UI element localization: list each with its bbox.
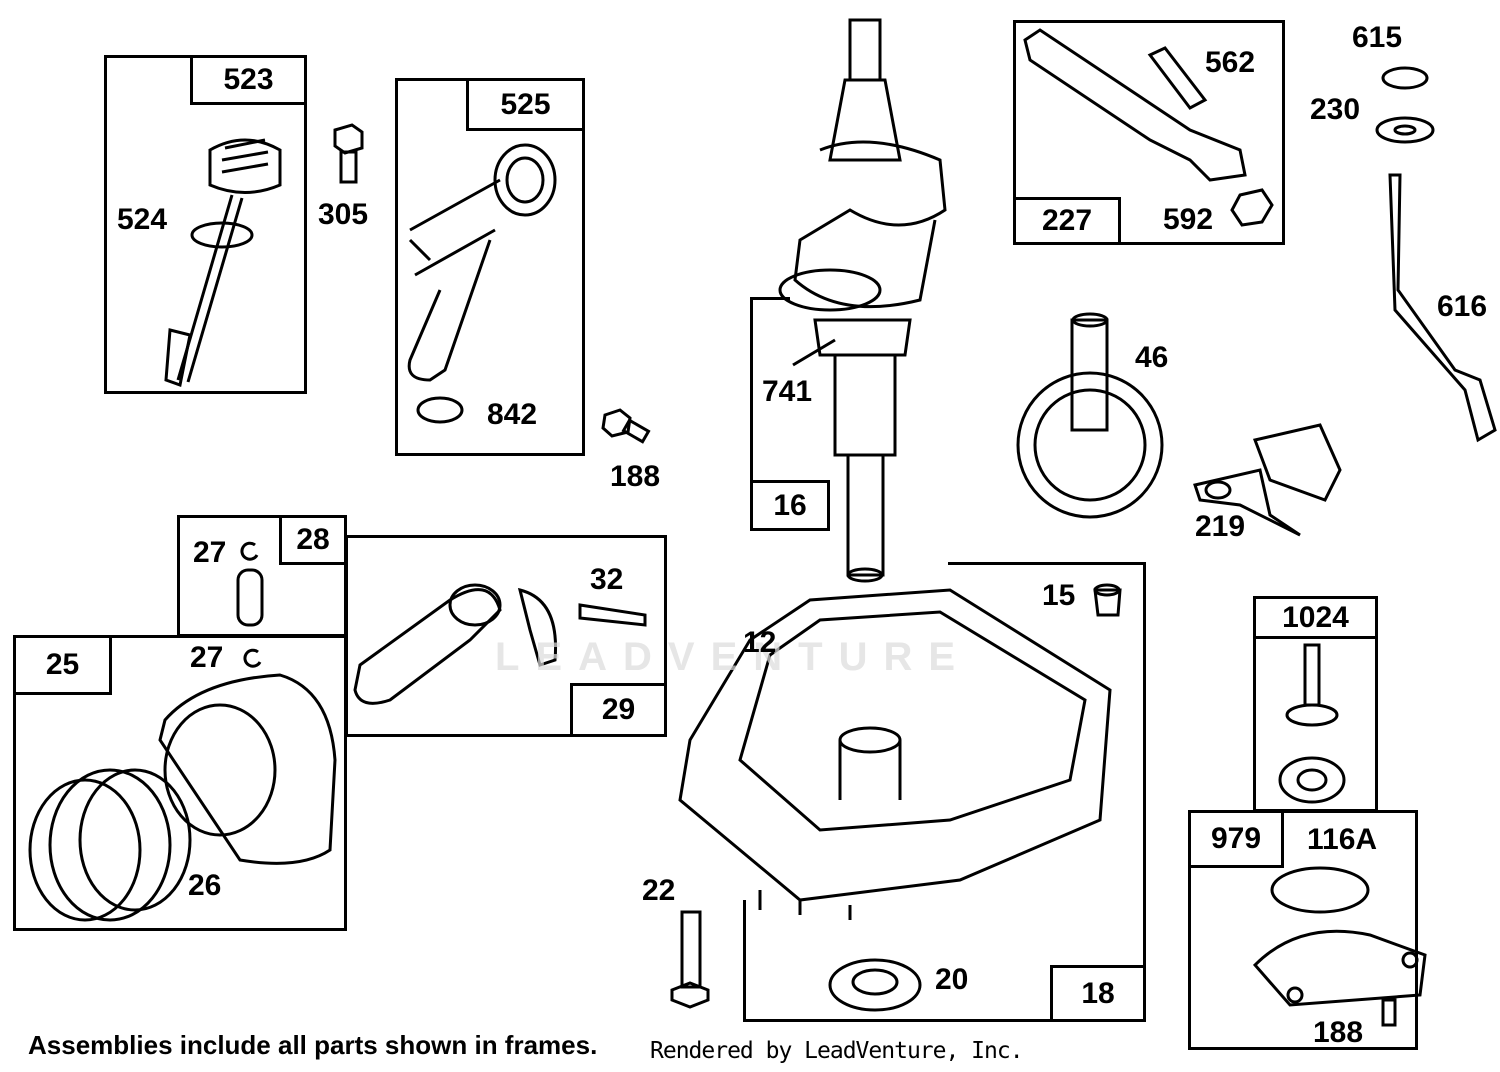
pump-cover-drawing xyxy=(1252,866,1427,1027)
oil-seal-drawing xyxy=(828,958,922,1012)
part-label-592: 592 xyxy=(1163,203,1214,236)
part-label-305: 305 xyxy=(318,198,369,231)
part-label-22: 22 xyxy=(642,874,676,907)
oil-pump-drawing xyxy=(1278,643,1346,804)
part-label-15: 15 xyxy=(1042,579,1076,612)
part-label-20: 20 xyxy=(935,963,969,996)
frame-tag-16: 16 xyxy=(750,480,830,531)
frame-16-top xyxy=(750,297,790,300)
part-label-188-bottom: 188 xyxy=(1313,1016,1364,1049)
frame-tag-979: 979 xyxy=(1188,810,1284,868)
part-label-46: 46 xyxy=(1135,341,1169,374)
part-label-116a: 116A xyxy=(1307,823,1378,856)
render-credit: Rendered by LeadVenture, Inc. xyxy=(650,1038,1024,1064)
watermark: LEADVENTURE xyxy=(495,635,972,679)
part-label-32: 32 xyxy=(590,563,624,596)
crankcase-sump-drawing xyxy=(678,588,1112,920)
part-label-616: 616 xyxy=(1437,290,1488,323)
frame-979 xyxy=(1188,810,1418,1050)
frame-tag-523: 523 xyxy=(190,55,307,105)
connecting-rod-drawing xyxy=(353,583,647,705)
assemblies-note: Assemblies include all parts shown in fr… xyxy=(28,1030,598,1060)
part-label-188-top: 188 xyxy=(610,460,661,493)
part-label-27-lower: 27 xyxy=(190,641,224,674)
frame-18 xyxy=(743,562,1146,1022)
governor-lever-drawing xyxy=(1023,28,1274,227)
camshaft-drawing xyxy=(1016,312,1164,519)
oil-fill-tube-drawing xyxy=(407,143,557,424)
governor-shaft-drawing xyxy=(1375,66,1497,443)
bolt-305-drawing xyxy=(333,123,364,184)
frame-tag-18: 18 xyxy=(1050,965,1146,1022)
part-label-230: 230 xyxy=(1310,93,1361,126)
frame-227 xyxy=(1013,20,1285,245)
part-label-12: 12 xyxy=(743,626,777,659)
bolt-188-drawing xyxy=(601,408,651,444)
part-label-562: 562 xyxy=(1205,46,1256,79)
part-label-524: 524 xyxy=(117,203,168,236)
frame-tag-227: 227 xyxy=(1013,197,1121,245)
bolt-22-drawing xyxy=(670,910,710,1009)
part-label-26: 26 xyxy=(188,869,222,902)
piston-drawing xyxy=(28,673,337,922)
part-label-27-upper: 27 xyxy=(193,536,227,569)
frame-tag-1024: 1024 xyxy=(1253,596,1378,639)
frame-tag-28: 28 xyxy=(279,515,347,565)
plug-15-drawing xyxy=(1093,583,1122,617)
part-label-741: 741 xyxy=(762,375,813,408)
frame-18-top xyxy=(948,562,1146,565)
dipstick-drawing xyxy=(164,138,282,387)
compression-release-drawing xyxy=(1193,423,1342,537)
frame-18-left xyxy=(743,900,746,1022)
part-label-219: 219 xyxy=(1195,510,1246,543)
frame-tag-25: 25 xyxy=(13,635,112,695)
crankshaft-drawing xyxy=(778,18,947,583)
leader-line-741 xyxy=(792,338,836,367)
part-label-842: 842 xyxy=(487,398,538,431)
frame-tag-29: 29 xyxy=(570,683,667,737)
piston-pin-drawing xyxy=(236,541,264,668)
frame-25 xyxy=(13,635,347,931)
frame-tag-525: 525 xyxy=(466,78,585,131)
part-label-615: 615 xyxy=(1352,21,1403,54)
